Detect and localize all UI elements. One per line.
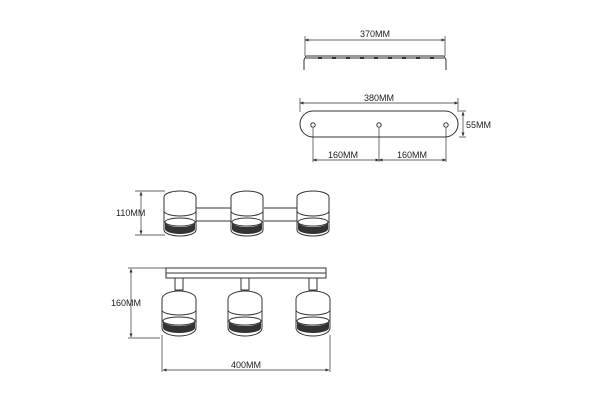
top-view-height-label: 110MM [116,208,145,218]
spot-top-left [163,190,197,237]
front-view-width-label: 400MM [231,360,261,370]
bracket-width-label: 370MM [360,29,390,39]
spot-front-left [161,277,197,337]
plate-height-label: 55MM [466,120,491,130]
mounting-hole-left [310,122,316,128]
mounting-hole-center [376,122,382,128]
front-view-height-label: 160MM [111,298,141,308]
base-plate-view: 380MM 55MM 160MM 160MM [299,93,491,162]
hole-spacing-right-label: 160MM [397,150,427,160]
spotlights-front-view: 160MM 400MM [111,267,331,372]
mounting-bracket-view: 370MM [303,29,447,70]
bracket-slots [318,57,434,59]
mounting-hole-right [443,122,449,128]
spot-top-right [296,190,330,237]
plate-width-label: 380MM [364,93,394,103]
spot-front-right [295,277,331,337]
hole-spacing-left-label: 160MM [328,150,358,160]
spot-top-middle [230,190,264,237]
spot-front-middle [227,277,263,337]
spotlights-top-view: 110MM [116,190,330,237]
